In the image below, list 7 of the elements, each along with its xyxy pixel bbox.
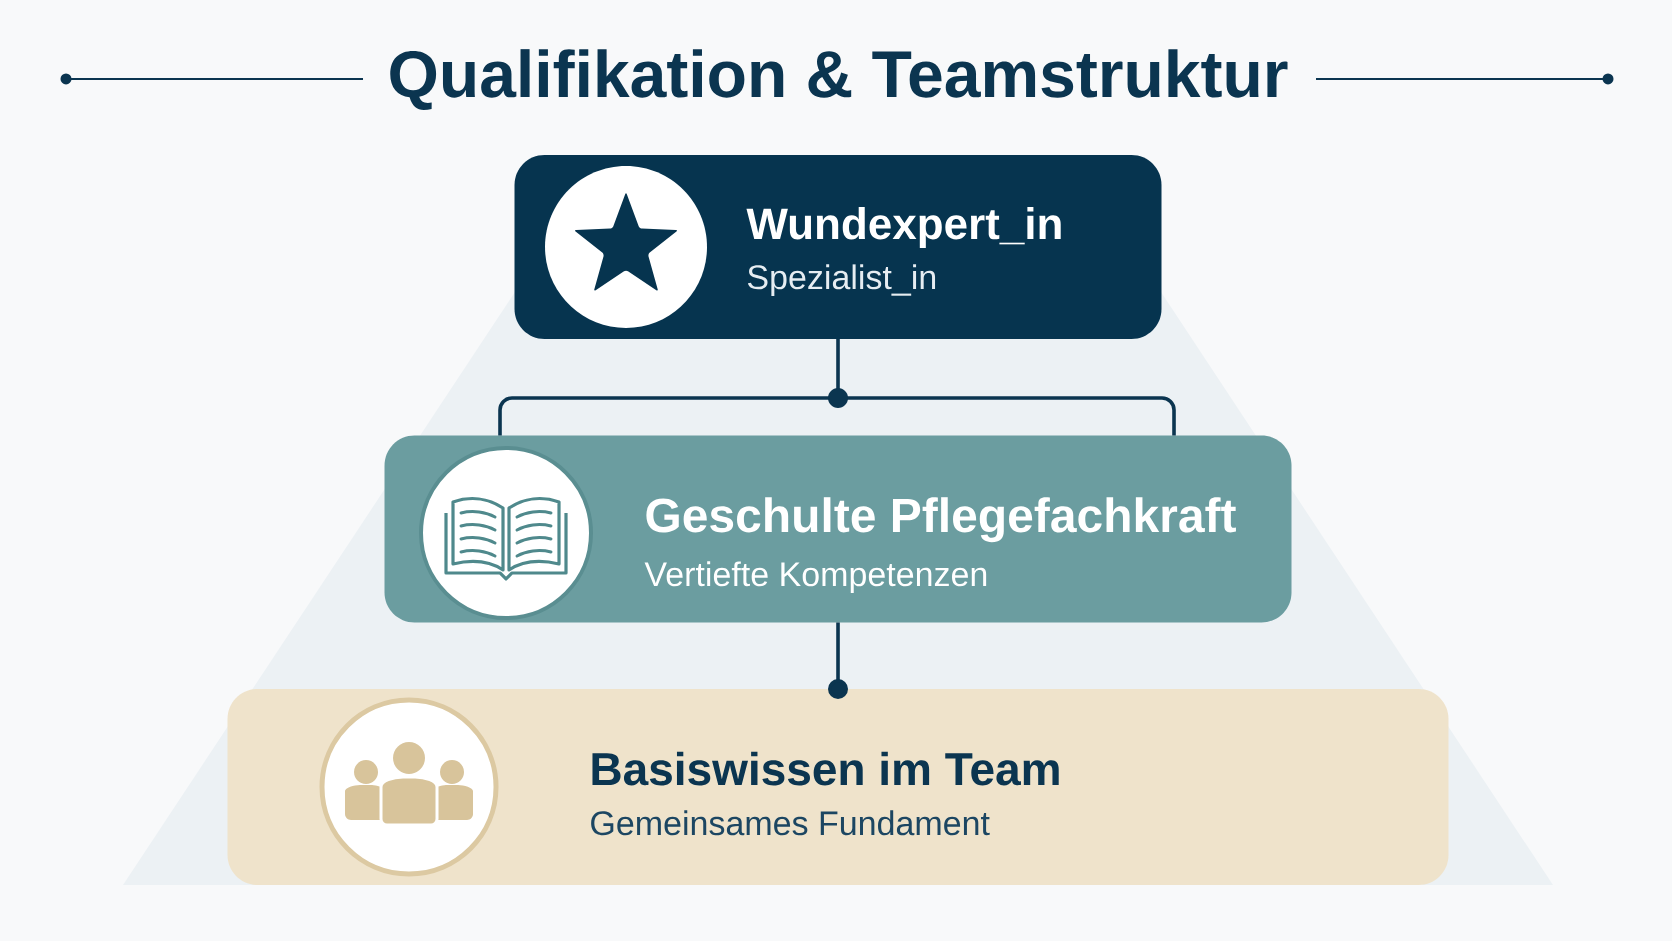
tier-heading: Wundexpert_in (746, 207, 1061, 249)
tier-heading: Basiswissen im Team (592, 751, 1059, 786)
tier-subtitle: Gemeinsames Fundament (591, 810, 990, 836)
tier-subtitle: Spezialist_in (747, 264, 936, 297)
tier-subtitle: Vertiefte Kompetenzen (644, 561, 987, 594)
title: Qualifikation & Teamstruktur (390, 49, 1288, 110)
tier-heading: Geschulte Pflegefachkraft (646, 497, 1236, 543)
